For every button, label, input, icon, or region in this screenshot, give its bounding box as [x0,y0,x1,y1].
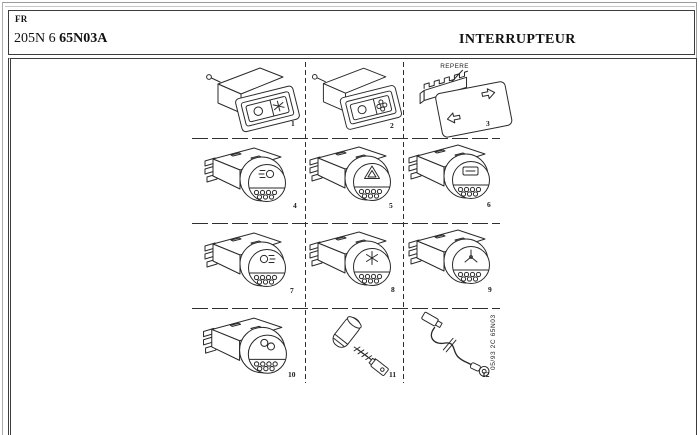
item-11-drawing [332,316,389,376]
item-number: 5 [389,201,393,210]
wire-break-marks [442,337,457,353]
grid-vline-2 [403,62,404,383]
item-9-drawing [408,229,490,284]
ring-terminal [469,362,490,377]
item-number: 8 [391,285,395,294]
item-number: 1 [291,119,295,128]
item-10-drawing [203,317,287,374]
grid-hline-1 [192,138,500,139]
spade-terminal [421,311,443,328]
item-12-drawing [421,311,490,377]
grid-vline-1 [305,62,306,383]
language-label: FR [15,14,28,24]
grid-hline-2 [192,223,500,224]
item-number: 9 [488,285,492,294]
document-reference-prefix: 205N 6 [14,31,56,46]
item-number: 10 [288,370,296,379]
left-arrow-icon [446,112,461,124]
right-arrow-icon [481,88,496,100]
page-title: INTERRUPTEUR [459,32,576,47]
foglight-icon [258,169,275,179]
clover-icon [376,99,388,112]
badge-icon [462,166,479,176]
document-reference: 205N 6 65N03A [14,31,107,47]
fan-icon [272,100,285,112]
serrated-edge [423,70,469,89]
item-3-drawing: REPERE [419,63,513,138]
item-4-drawing [204,147,286,202]
fan-icon [464,249,478,263]
snowflake-icon [366,251,378,265]
item-number: 3 [486,119,490,128]
item-number: 11 [389,370,397,379]
item-number: 6 [487,200,491,209]
repere-label: REPERE [440,63,469,70]
item-2-drawing [311,67,403,131]
item-number: 2 [390,121,394,130]
item-number: 7 [290,286,294,295]
foglight-icon [259,254,276,264]
header: FR 205N 6 65N03A INTERRUPTEUR [8,10,695,55]
grid-hline-3 [192,308,500,309]
twin-circles-icon [260,338,276,351]
window-frame-inner-edge [5,6,695,7]
bulb-holder-sleeve [332,316,362,348]
hazard-triangle-icon [364,165,380,179]
item-number: 12 [482,370,490,379]
document-reference-code: 65N03A [59,31,108,46]
print-reference-side-note: 05/93 2C 65N03 [490,314,497,370]
item-7-drawing [204,232,286,287]
item-6-drawing [408,144,490,199]
item-number: 4 [293,201,297,210]
spade-terminal [368,357,389,376]
wire [430,326,475,368]
item-5-drawing [309,146,391,201]
item-8-drawing [309,231,391,286]
item-1-drawing [206,67,301,134]
